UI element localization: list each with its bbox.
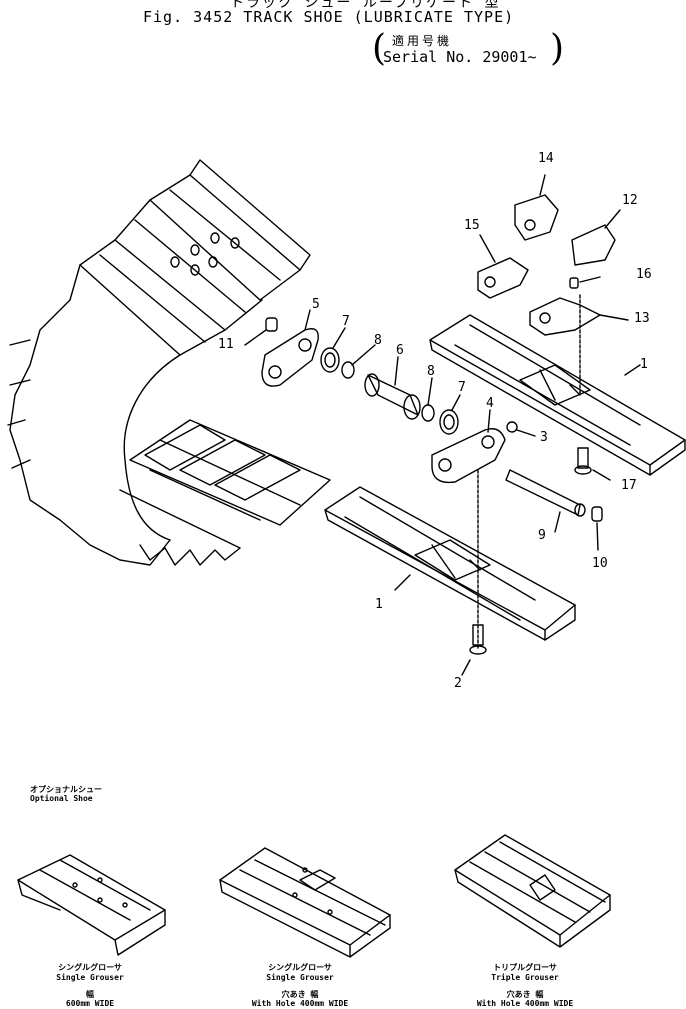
part-7-seal-upper bbox=[320, 327, 346, 373]
part-2-bolt bbox=[461, 624, 487, 676]
optional-shoe-1-name-japanese: シングルグローサ bbox=[58, 963, 122, 972]
callout-10: 10 bbox=[592, 556, 608, 571]
optional-shoe-1-drawing bbox=[17, 854, 166, 956]
callout-12: 12 bbox=[622, 193, 638, 208]
bracket-right: ) bbox=[550, 28, 565, 69]
callout-4: 4 bbox=[486, 396, 494, 411]
optional-shoe-3-spec-japanese: 穴あき 幅 bbox=[506, 990, 544, 999]
part-14-link bbox=[514, 174, 559, 241]
callout-8-upper: 8 bbox=[374, 333, 382, 348]
optional-shoe-2-spec: With Hole 400mm WIDE bbox=[251, 999, 349, 1008]
optional-shoe-3-name: Triple Grouser bbox=[491, 973, 559, 982]
part-5-link bbox=[261, 309, 319, 387]
callout-11: 11 bbox=[218, 337, 234, 352]
optional-shoe-1-spec-japanese: 幅 bbox=[86, 990, 94, 999]
track-assembly bbox=[7, 159, 331, 566]
part-7-seal-lower bbox=[439, 394, 461, 435]
part-10-collar bbox=[591, 506, 603, 551]
part-1-shoe-lower bbox=[324, 486, 576, 641]
part-8-ring-upper bbox=[341, 344, 376, 379]
part-6-bushing bbox=[364, 356, 421, 420]
part-11-plug bbox=[244, 317, 278, 346]
serial-number: Serial No. 29001~ bbox=[383, 48, 537, 66]
optional-shoe-3-spec: With Hole 400mm WIDE bbox=[476, 999, 574, 1008]
callout-14: 14 bbox=[538, 151, 554, 166]
optional-shoe-3-name-japanese: トリプルグローサ bbox=[493, 963, 557, 972]
part-16-plug bbox=[569, 276, 601, 289]
optional-shoe-2-name: Single Grouser bbox=[266, 973, 334, 982]
optional-shoe-3-drawing bbox=[454, 834, 611, 948]
callout-7-upper: 7 bbox=[342, 314, 350, 329]
callout-3: 3 bbox=[540, 430, 548, 445]
callout-5: 5 bbox=[312, 297, 320, 312]
callout-1-lower: 1 bbox=[375, 597, 383, 612]
callout-2: 2 bbox=[454, 676, 462, 691]
part-17-bolt bbox=[574, 447, 611, 481]
part-4-link bbox=[431, 409, 506, 651]
optional-shoe-2-name-japanese: シングルグローサ bbox=[268, 963, 332, 972]
callout-16: 16 bbox=[636, 267, 652, 282]
optional-shoe-1-spec: 600mm WIDE bbox=[65, 999, 115, 1008]
callout-8-lower: 8 bbox=[427, 364, 435, 379]
callout-1-upper: 1 bbox=[640, 357, 648, 372]
callout-6: 6 bbox=[396, 343, 404, 358]
callout-9: 9 bbox=[538, 528, 546, 543]
part-13-link bbox=[529, 297, 629, 336]
title-japanese: トラック シュー ルーブリケート 型 bbox=[230, 0, 501, 11]
optional-shoe-label-japanese: オプショナルシュー bbox=[30, 785, 102, 794]
part-8-ring-lower bbox=[421, 377, 435, 422]
part-3-nut bbox=[506, 421, 536, 437]
part-1-shoe-upper bbox=[429, 294, 686, 476]
callout-7-lower: 7 bbox=[458, 380, 466, 395]
bracket-left: ( bbox=[372, 28, 387, 69]
optional-shoe-2-drawing bbox=[219, 847, 391, 958]
part-15-link bbox=[477, 234, 529, 299]
optional-shoe-1-name: Single Grouser bbox=[56, 973, 124, 982]
serial-label-japanese: 適用号機 bbox=[392, 34, 453, 48]
optional-shoe-2-spec-japanese: 穴あき 幅 bbox=[281, 990, 319, 999]
optional-shoe-label: Optional Shoe bbox=[30, 794, 93, 803]
callout-13: 13 bbox=[634, 311, 650, 326]
part-12-link bbox=[571, 209, 621, 266]
figure-title: Fig. 3452 TRACK SHOE (LUBRICATE TYPE) bbox=[143, 8, 515, 26]
callout-15: 15 bbox=[464, 218, 480, 233]
callout-17: 17 bbox=[621, 478, 637, 493]
part-9-pin bbox=[505, 469, 586, 533]
